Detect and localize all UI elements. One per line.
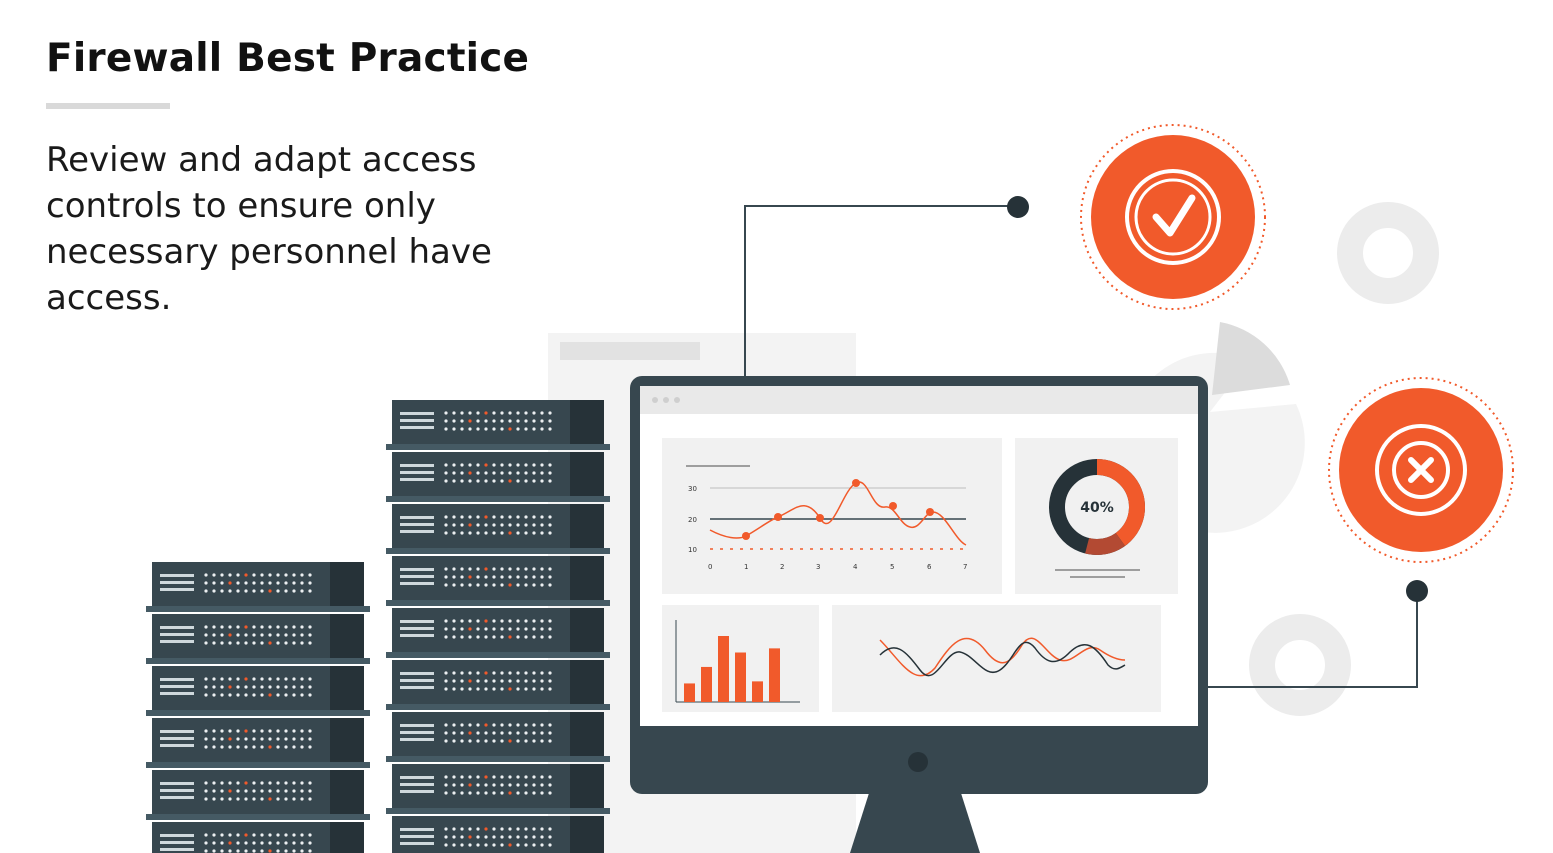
bar-chart-bars	[684, 636, 780, 702]
check-circle-icon	[1152, 194, 1196, 237]
monitor: 30 20 10 0 1 2 3 4 5 6 7 40%	[630, 376, 1208, 853]
server-unit	[392, 816, 604, 853]
background-donut-bottom	[1249, 614, 1351, 716]
server-unit	[386, 764, 610, 814]
title-underline	[46, 103, 170, 109]
server-unit	[152, 822, 364, 853]
x-tick-2: 2	[780, 563, 784, 571]
donut-chart	[1049, 459, 1145, 555]
server-racks	[146, 400, 610, 853]
x-badge	[1328, 377, 1514, 563]
description-text: Review and adapt access controls to ensu…	[46, 140, 492, 318]
server-unit	[386, 452, 610, 502]
x-tick-1: 1	[744, 563, 748, 571]
x-tick-4: 4	[853, 563, 858, 571]
server-unit	[386, 660, 610, 710]
x-tick-3: 3	[816, 563, 820, 571]
server-unit	[146, 770, 370, 820]
wave-series-orange	[879, 637, 1126, 677]
y-tick-20: 20	[688, 516, 697, 524]
wave-series-dark	[879, 641, 1126, 677]
x-tick-7: 7	[963, 563, 967, 571]
server-unit	[146, 666, 370, 716]
x-circle-icon	[1408, 457, 1434, 483]
bar	[701, 666, 712, 702]
server-unit	[146, 614, 370, 664]
x-tick-0: 0	[708, 563, 712, 571]
server-unit	[386, 712, 610, 762]
bar	[684, 683, 695, 702]
bar	[735, 652, 746, 702]
server-unit	[386, 608, 610, 658]
background-donut-top	[1337, 202, 1439, 304]
check-badge	[1080, 124, 1266, 310]
server-unit	[386, 504, 610, 554]
x-tick-5: 5	[890, 563, 894, 571]
donut-label: 40%	[1080, 500, 1114, 516]
server-unit	[386, 556, 610, 606]
bar	[752, 681, 763, 702]
line-chart-panel	[662, 438, 1002, 594]
server-unit	[146, 562, 370, 612]
y-tick-10: 10	[688, 546, 697, 554]
monitor-stand	[850, 790, 980, 853]
wave-chart-panel	[832, 605, 1161, 712]
bar	[769, 648, 780, 702]
server-unit	[386, 400, 610, 450]
page-title: Firewall Best Practice	[46, 36, 530, 81]
server-unit	[146, 718, 370, 768]
connector-lines	[744, 196, 1428, 688]
monitor-power-dot	[908, 752, 928, 772]
x-tick-6: 6	[927, 563, 932, 571]
bar	[718, 636, 729, 702]
y-tick-30: 30	[688, 485, 697, 493]
